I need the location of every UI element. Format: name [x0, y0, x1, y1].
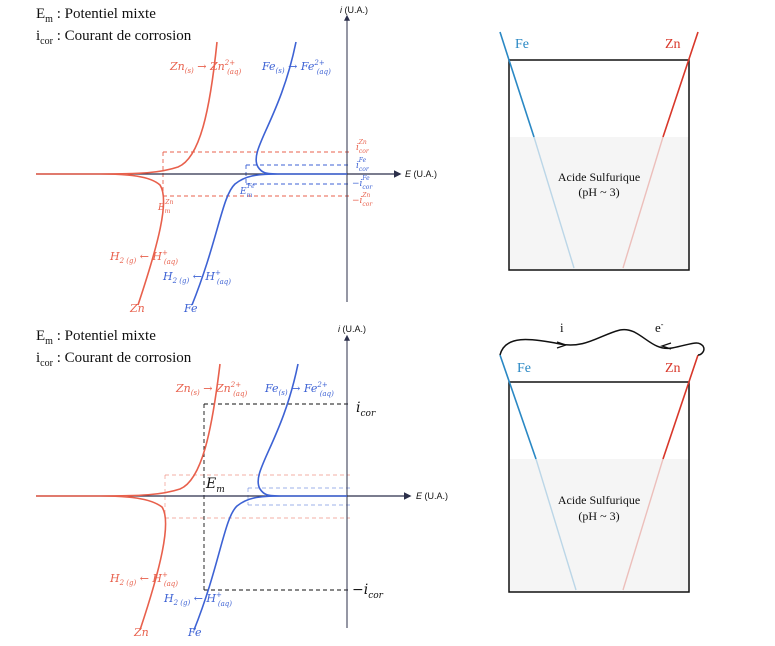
top-h2-zn-label: H2 (g) ← H+(aq)	[109, 249, 178, 266]
top-em-fe: EmFe	[239, 183, 255, 199]
top-zn-electrode	[662, 31, 699, 138]
top-zn-label: Zn	[665, 37, 681, 52]
bottom-dashed-lines	[164, 403, 350, 591]
bottom-i-axis-label: i (U.A.)	[338, 324, 366, 334]
bottom-zn-electrode-submerged	[622, 458, 664, 591]
top-neg-icor-zn: −icorZn	[352, 192, 373, 208]
bottom-zn-curve	[36, 363, 221, 631]
electron-label: e-	[655, 320, 664, 335]
bottom-zn-electrode	[662, 354, 699, 460]
bottom-fe-electrode-submerged	[535, 458, 577, 591]
top-solution	[509, 137, 689, 270]
current-label: i	[560, 320, 564, 335]
top-cell: Fe Zn Acide Sulfurique (pH ~ 3)	[499, 31, 699, 271]
legend-icor-text: Courant de corrosion	[64, 28, 192, 44]
current-arrow	[556, 341, 568, 349]
top-zn-electrode-submerged	[622, 136, 664, 269]
legend-em: Em : Potentiel mixte	[36, 6, 156, 25]
bottom-solution	[509, 459, 689, 592]
top-fe-electrode-top	[499, 31, 510, 61]
top-fe-curve	[191, 41, 347, 306]
external-wire	[499, 328, 705, 356]
bottom-graph: i (U.A.) E (U.A.) Zn(s) → Zn2+(aq) Fe(s)…	[36, 324, 448, 639]
bottom-icor-label: icor	[356, 400, 376, 419]
top-zn-curve-label: Zn	[129, 302, 145, 315]
bottom-neg-icor-label: −icor	[352, 582, 384, 601]
top-solution-ph: (pH ~ 3)	[578, 185, 619, 199]
top-solution-name: Acide Sulfurique	[558, 170, 640, 184]
electron-arrow	[660, 342, 672, 350]
top-zn-ox-label: Zn(s) → Zn2+(aq)	[169, 59, 241, 76]
bottom-solution-ph: (pH ~ 3)	[578, 509, 619, 523]
legend-icor-2: icor : Courant de corrosion	[36, 350, 192, 369]
bottom-beaker	[508, 381, 690, 593]
top-graph: i (U.A.) E (U.A.) Zn(s) → Zn2+(aq) Fe(s)…	[36, 5, 437, 315]
bottom-zn-label: Zn	[665, 361, 681, 376]
bottom-fe-ox-label: Fe(s) → Fe2+(aq)	[264, 381, 334, 398]
top-fe-label: Fe	[515, 37, 529, 52]
bottom-cell: i e- Fe Zn Acide Sulfurique (pH ~ 3)	[499, 320, 705, 593]
bottom-zn-curve-label: Zn	[133, 626, 149, 639]
bottom-h2-zn-label: H2 (g) ← H+(aq)	[109, 571, 178, 588]
bottom-fe-electrode	[499, 354, 537, 460]
bottom-em-label: Em	[205, 476, 225, 495]
top-zn-curve	[36, 41, 218, 306]
bottom-zn-ox-label: Zn(s) → Zn2+(aq)	[175, 381, 247, 398]
bottom-e-axis-label: E (U.A.)	[416, 491, 448, 501]
legend-em-2: Em : Potentiel mixte	[36, 328, 156, 347]
legend-bottom: Em : Potentiel mixte icor : Courant de c…	[36, 328, 191, 372]
top-e-axis-label: E (U.A.)	[405, 169, 437, 179]
legend-em-text: Potentiel mixte	[64, 6, 156, 22]
bottom-fe-label: Fe	[517, 361, 531, 376]
top-h2-fe-label: H2 (g) ← H+(aq)	[162, 269, 231, 286]
top-icor-zn: icorZn	[356, 139, 370, 155]
top-fe-ox-label: Fe(s) → Fe2+(aq)	[261, 59, 331, 76]
top-fe-curve-label: Fe	[183, 302, 198, 315]
top-neg-icor-fe: −icorFe	[352, 175, 373, 191]
bottom-solution-name: Acide Sulfurique	[558, 493, 640, 507]
bottom-h2-fe-label: H2 (g) ← H+(aq)	[163, 591, 232, 608]
bottom-fe-curve-label: Fe	[187, 626, 202, 639]
top-beaker	[508, 59, 690, 271]
top-fe-electrode	[508, 59, 535, 138]
top-fe-electrode-submerged	[533, 136, 575, 269]
top-em-zn: EmZn	[157, 199, 173, 215]
top-i-axis-label: i (U.A.)	[340, 5, 368, 15]
top-icor-fe: icorFe	[356, 157, 370, 173]
legend-icor: icor : Courant de corrosion	[36, 28, 192, 47]
bottom-fe-curve	[193, 363, 347, 631]
legend-top: Em : Potentiel mixte icor : Courant de c…	[36, 6, 191, 50]
